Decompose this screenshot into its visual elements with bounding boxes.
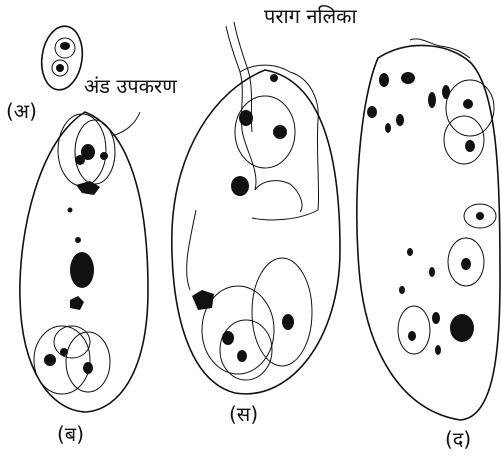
figure-a-cell — [38, 24, 87, 93]
egg-apparatus-label: अंड उपकरण — [84, 76, 177, 96]
figure-b-label: (ब) — [57, 424, 84, 444]
figure-c-embryo-sac — [172, 22, 340, 394]
figure-d-label: (द) — [445, 429, 471, 449]
figure-a-label: (अ) — [6, 101, 37, 121]
pollen-tube-label: पराग नलिका — [264, 6, 357, 26]
figure-b-embryo-sac — [20, 112, 148, 412]
figure-d-embryo-sac — [357, 39, 500, 420]
figure-c-label: (स) — [229, 404, 258, 424]
